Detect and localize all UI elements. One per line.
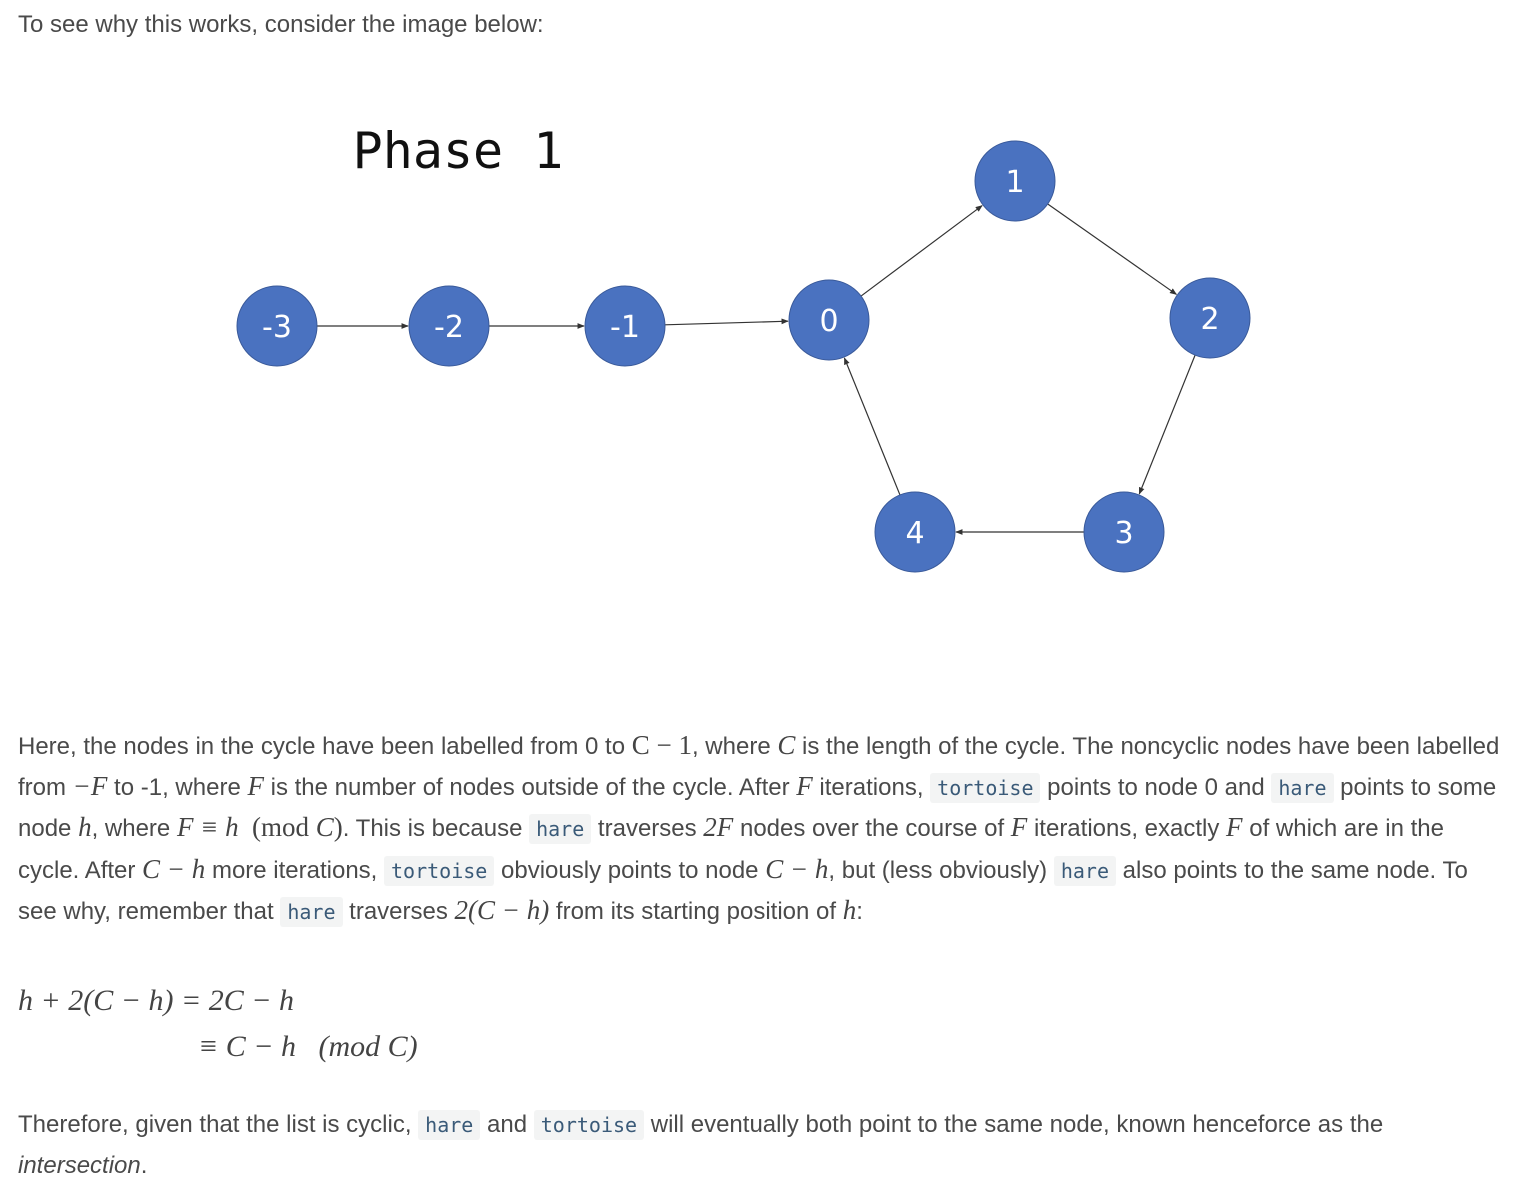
linked-list-cycle-diagram: Phase 1 -3 -2 -1 0 1 2 3 4 bbox=[236, 122, 1251, 573]
edge-n4-to-n0 bbox=[843, 357, 901, 496]
intro-text: To see why this works, consider the imag… bbox=[18, 11, 544, 38]
node-label: 4 bbox=[905, 516, 924, 551]
node-n-3: -3 bbox=[236, 285, 318, 367]
node-circle bbox=[788, 279, 870, 361]
code-hare: hare bbox=[280, 897, 343, 928]
math-f-equiv-h: F ≡ h bbox=[176, 812, 239, 843]
node-circle bbox=[1169, 277, 1251, 359]
edge-n2-to-n3 bbox=[1138, 354, 1196, 495]
math-neg-f: −F bbox=[72, 770, 108, 801]
phase-1-diagram: Phase 1 -3 -2 -1 0 1 2 3 4 bbox=[0, 60, 1524, 700]
node-label: 1 bbox=[1005, 165, 1024, 200]
node-n4: 4 bbox=[874, 491, 956, 573]
code-hare: hare bbox=[418, 1110, 481, 1140]
code-tortoise: tortoise bbox=[384, 855, 495, 886]
math-f: F bbox=[247, 770, 264, 801]
diagram-title: Phase 1 bbox=[353, 122, 564, 180]
node-circle bbox=[408, 285, 490, 367]
math-2-c-minus-h: 2(C − h) bbox=[454, 895, 550, 926]
nodes: -3 -2 -1 0 1 2 3 4 bbox=[236, 140, 1251, 573]
node-label: 0 bbox=[819, 304, 838, 339]
math-mod: (mod bbox=[252, 812, 316, 843]
math-c-minus-h: C − h bbox=[142, 853, 206, 884]
math-f: F bbox=[1010, 812, 1028, 843]
node-circle bbox=[236, 285, 318, 367]
math-c-minus-h: C − h bbox=[765, 853, 829, 884]
explanation-paragraph: Here, the nodes in the cycle have been l… bbox=[18, 730, 1500, 928]
math-c: C bbox=[315, 812, 334, 843]
math-h: h bbox=[842, 895, 857, 926]
node-n-2: -2 bbox=[408, 285, 490, 367]
math-c-minus-1: C − 1 bbox=[631, 730, 692, 760]
code-tortoise: tortoise bbox=[930, 772, 1041, 803]
node-n2: 2 bbox=[1169, 277, 1251, 359]
code-hare: hare bbox=[529, 814, 592, 845]
math-f: F bbox=[1226, 812, 1243, 843]
edge-n-1-to-n0 bbox=[664, 318, 789, 326]
node-circle bbox=[584, 285, 666, 367]
node-n1: 1 bbox=[974, 140, 1056, 222]
equation-line-2: ≡ C − h (mod C) bbox=[198, 1030, 418, 1063]
code-hare: hare bbox=[1271, 772, 1334, 803]
node-n0: 0 bbox=[788, 279, 870, 361]
node-circle bbox=[874, 491, 956, 573]
conclusion-paragraph: Therefore, given that the list is cyclic… bbox=[18, 1110, 1384, 1179]
math-f: F bbox=[796, 770, 813, 801]
code-tortoise: tortoise bbox=[533, 1110, 645, 1140]
math-h: h bbox=[78, 812, 92, 843]
node-n-1: -1 bbox=[584, 285, 666, 367]
term-intersection: intersection bbox=[18, 1151, 141, 1179]
node-label: -3 bbox=[262, 310, 292, 345]
node-label: -1 bbox=[610, 310, 640, 345]
edge-n0-to-n1 bbox=[860, 205, 983, 297]
code-hare: hare bbox=[1053, 855, 1117, 886]
node-label: -2 bbox=[434, 310, 464, 345]
math-c: C bbox=[777, 730, 796, 760]
node-n3: 3 bbox=[1083, 491, 1165, 573]
math-2f: 2F bbox=[703, 812, 734, 843]
node-label: 2 bbox=[1200, 302, 1219, 337]
edge-n1-to-n2 bbox=[1047, 203, 1178, 295]
node-circle bbox=[1083, 491, 1165, 573]
edges bbox=[317, 203, 1196, 535]
equation-line-1: h + 2(C − h) = 2C − h bbox=[18, 984, 294, 1017]
node-circle bbox=[974, 140, 1056, 222]
node-label: 3 bbox=[1114, 516, 1133, 551]
